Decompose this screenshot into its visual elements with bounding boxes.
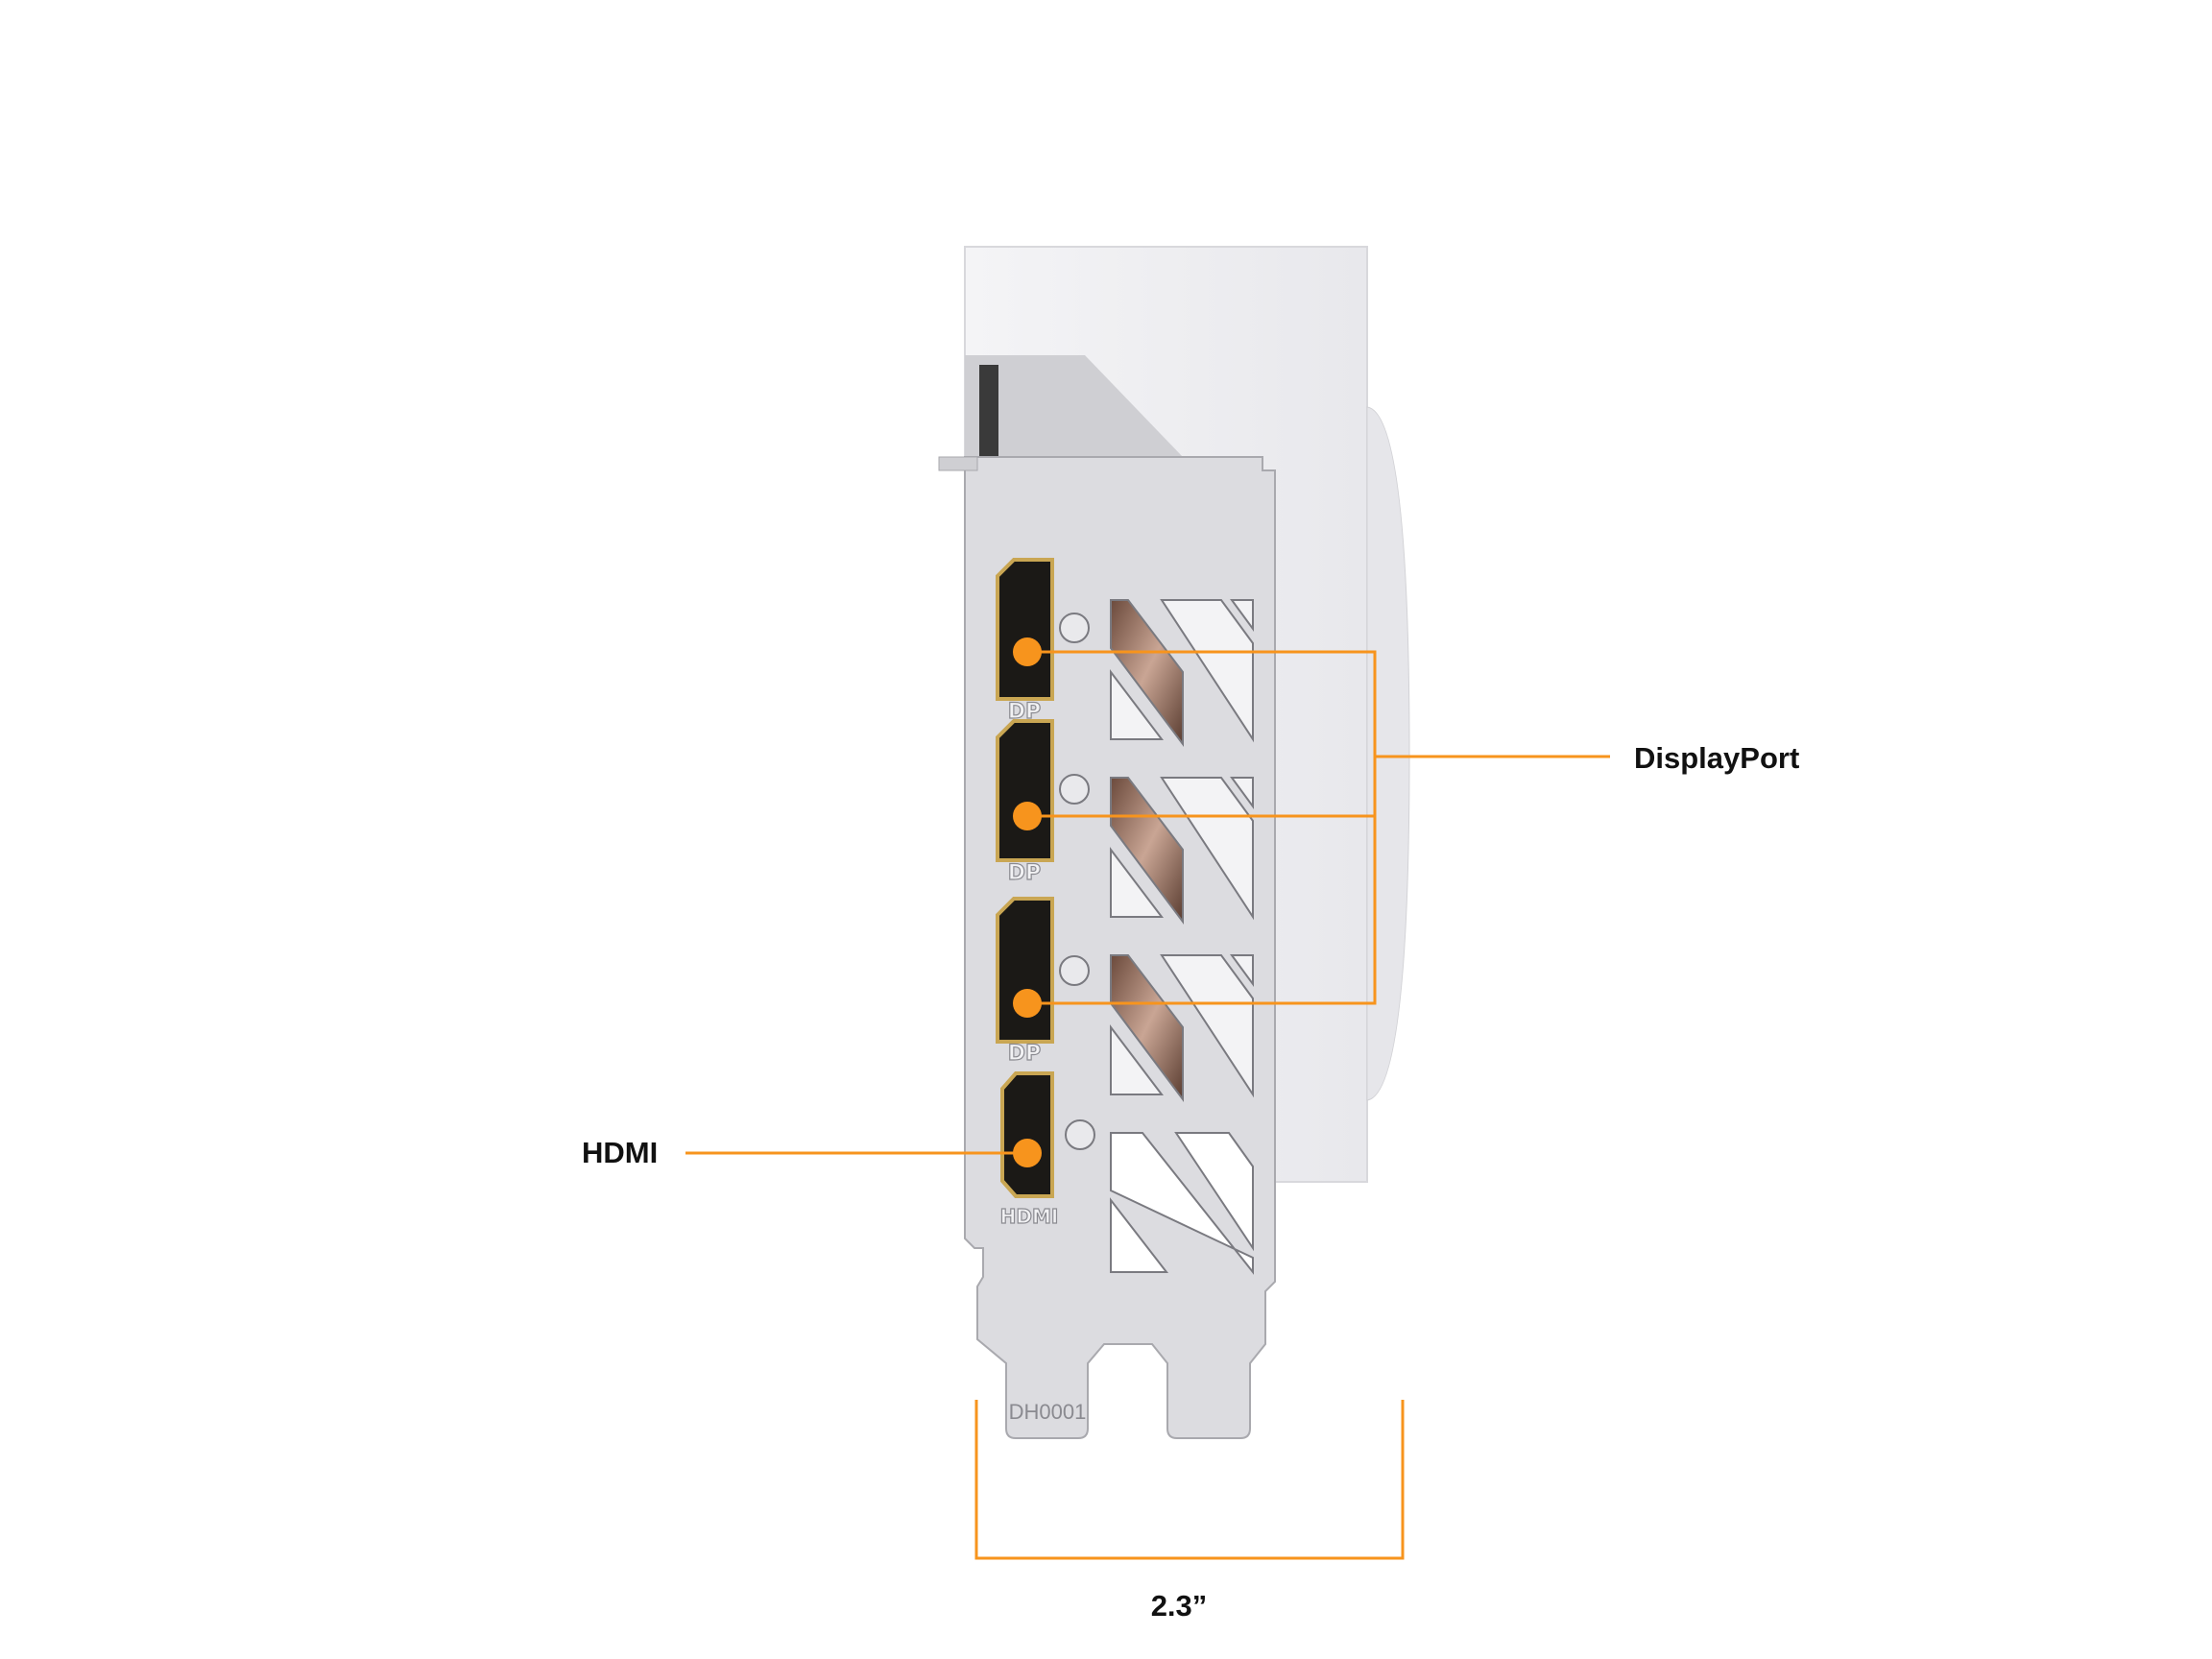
dimension-bracket bbox=[974, 1400, 1405, 1560]
callout-dots bbox=[1013, 637, 1042, 1167]
port-displayport-2: DP bbox=[996, 719, 1054, 886]
vent-slots bbox=[1110, 599, 1254, 1275]
hdmi-label: HDMI bbox=[582, 1136, 658, 1169]
port-displayport-3: DP bbox=[996, 897, 1054, 1067]
port-displayport-1: DP bbox=[996, 558, 1054, 725]
port-label: DP bbox=[1008, 1042, 1041, 1066]
dimension-label: 2.3” bbox=[1151, 1589, 1208, 1623]
displayport-label: DisplayPort bbox=[1634, 741, 1799, 775]
port-hdmi: HDMI bbox=[999, 1071, 1059, 1229]
io-bracket bbox=[938, 456, 1276, 1439]
port-label: HDMI bbox=[1000, 1205, 1059, 1228]
displayport-callout bbox=[1027, 650, 1610, 1005]
bracket-serial: DH0001 bbox=[1009, 1400, 1087, 1424]
port-label: DP bbox=[1008, 861, 1041, 885]
screws bbox=[1059, 613, 1095, 1150]
